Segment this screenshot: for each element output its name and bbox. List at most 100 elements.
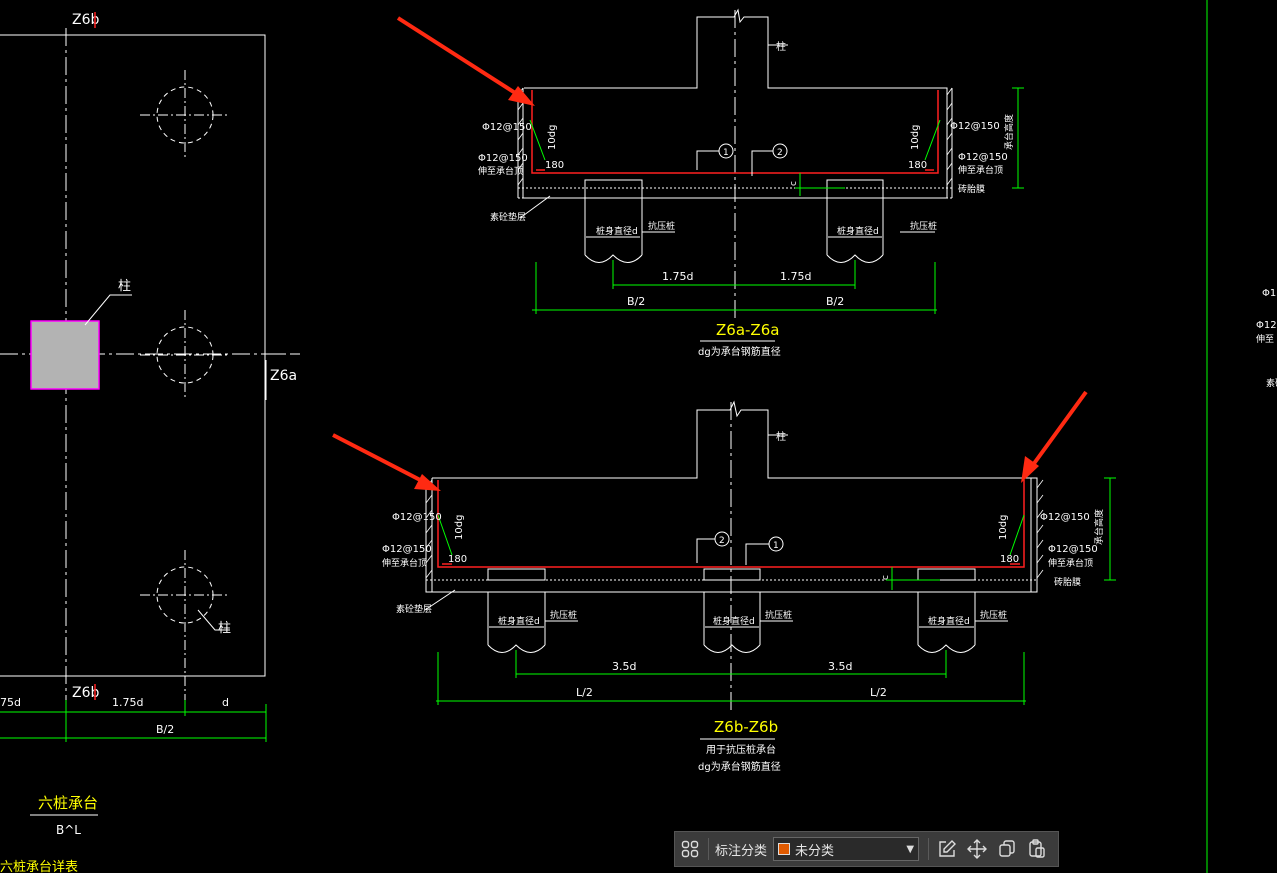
plan-pile-bottom [140, 550, 230, 705]
section-b: 柱 Φ12@150 Φ12@150 伸至承台顶 10dg 180 Φ12@150… [382, 400, 1116, 773]
section-b-marker-2: 2 [719, 536, 725, 546]
section-a-title: Z6a-Z6a [716, 321, 779, 339]
section-b-cover-label: c [881, 575, 891, 580]
section-b-dim-half-left: L/2 [576, 686, 593, 699]
section-b-note-1: 用于抗压桩承台 [706, 743, 776, 756]
section-a-anchor-right: 10dg [910, 125, 921, 150]
move-icon[interactable] [962, 834, 992, 864]
section-a-column-label: 柱 [776, 40, 786, 53]
section-a-dim-pile-right: 1.75d [780, 270, 811, 283]
section-a-bend-left: 180 [545, 160, 564, 171]
section-a-bed-label: 素砼垫层 [490, 211, 526, 223]
section-a-pile-left [584, 179, 643, 263]
grid-icon[interactable] [675, 834, 705, 864]
plan-column-leader [84, 294, 132, 326]
plan-dim-right: d [222, 696, 229, 709]
chevron-down-icon: ▼ [906, 843, 915, 855]
section-b-title: Z6b-Z6b [714, 718, 778, 736]
section-b-rebar-right-2: Φ12@150 [1048, 544, 1098, 555]
section-a: 柱 Φ12@150 Φ12@150 伸至承台顶 10dg 180 Φ12@150… [478, 8, 1024, 358]
copy-icon[interactable] [992, 834, 1022, 864]
section-a-rebar-right-1: Φ12@150 [950, 121, 1000, 132]
plan-pile-leader [197, 609, 230, 631]
section-a-height-label: 承台高度 [1003, 114, 1015, 150]
arrow-section-a [396, 16, 535, 106]
section-a-dim-pile-left: 1.75d [662, 270, 693, 283]
plan-section-label-right: Z6a [270, 368, 297, 384]
arrow-section-b-left [332, 433, 441, 491]
section-a-rebar-right-3: 伸至承台顶 [958, 164, 1003, 176]
annotation-toolbar: 标注分类 未分类 ▼ [674, 831, 1059, 867]
annotation-arrows [332, 16, 1088, 491]
plan-dim-middle: 1.75d [112, 696, 143, 709]
section-b-pile-diameter-middle: 桩身直径d [713, 615, 755, 627]
section-a-cushion-label: 砖胎膜 [958, 183, 985, 195]
section-a-pile-diameter-left: 桩身直径d [596, 225, 638, 237]
section-b-pile-type-left: 抗压桩 [550, 609, 577, 621]
section-a-pile-diameter-right: 桩身直径d [837, 225, 879, 237]
section-b-pile-middle [703, 592, 761, 653]
category-color-swatch [778, 843, 791, 855]
section-b-anchor-right: 10dg [998, 515, 1009, 540]
toolbar-divider [708, 838, 709, 860]
section-a-rebar-left-1: Φ12@150 [482, 122, 532, 133]
section-b-pile-diameter-left: 桩身直径d [498, 615, 540, 627]
section-b-marker-1: 1 [773, 541, 779, 551]
plan-column [30, 320, 100, 390]
section-b-pile-type-right: 抗压桩 [980, 609, 1007, 621]
plan-pile-middle [140, 310, 230, 400]
edge-rebar-2: Φ12 [1256, 320, 1277, 331]
section-b-bend-left: 180 [448, 554, 467, 565]
plan-dim-bottom: B/2 [156, 723, 174, 736]
section-a-pile-right [826, 179, 884, 263]
plan-pile-label: 柱 [218, 621, 231, 636]
section-a-dim-half-right: B/2 [826, 295, 844, 308]
section-b-bed-label: 素砼垫层 [396, 603, 432, 615]
plan-note: 六桩承台详表 [0, 860, 78, 873]
section-b-note-2: dg为承台钢筋直径 [698, 760, 781, 773]
category-select[interactable]: 未分类 ▼ [773, 837, 920, 861]
edit-icon[interactable] [932, 834, 962, 864]
section-a-pile-type-left: 抗压桩 [648, 220, 675, 232]
section-b-column-label: 柱 [776, 430, 786, 443]
section-b-pile-diameter-right: 桩身直径d [928, 615, 970, 627]
plan-pile-top [140, 70, 230, 160]
plan-title: 六桩承台 [38, 794, 98, 812]
section-b-rebar-left-2: Φ12@150 [382, 544, 432, 555]
category-select-value: 未分类 [795, 843, 835, 859]
section-b-dim-pile-right: 3.5d [828, 660, 852, 673]
edge-rebar-1: Φ12 [1262, 288, 1277, 299]
section-a-anchor-left: 10dg [547, 125, 558, 150]
edge-bed: 素砼 [1266, 377, 1277, 389]
section-b-rebar-left-3: 伸至承台顶 [382, 557, 427, 569]
plan-section-label-top: Z6b [72, 12, 99, 28]
plan-column-label: 柱 [118, 279, 131, 294]
section-b-pile-type-middle: 抗压桩 [765, 609, 792, 621]
section-a-marker-1: 1 [723, 148, 729, 158]
section-b-rebar-left-1: Φ12@150 [392, 512, 442, 523]
plan-subtitle: B^L [56, 823, 81, 837]
arrow-section-b-right [1021, 390, 1088, 483]
section-a-cover-label: c [789, 181, 799, 186]
section-b-dim-half-right: L/2 [870, 686, 887, 699]
section-b-bend-right: 180 [1000, 554, 1019, 565]
paste-icon[interactable] [1022, 834, 1052, 864]
plan-outline [0, 34, 266, 677]
category-label: 标注分类 [715, 843, 768, 859]
section-b-pile-right [917, 592, 976, 653]
plan-section-label-bottom: Z6b [72, 685, 99, 701]
section-b-cushion-label: 砖胎膜 [1054, 576, 1081, 588]
edge-rebar-3: 伸至 [1256, 333, 1274, 345]
toolbar-divider [928, 838, 930, 860]
section-a-bed [517, 187, 953, 199]
section-b-pile-left [487, 592, 546, 653]
plan-dim-left: 75d [0, 696, 21, 709]
section-a-rebar [531, 90, 939, 174]
section-a-pile-type-right: 抗压桩 [910, 220, 937, 232]
section-a-marker-2: 2 [777, 148, 783, 158]
section-a-dim-half-left: B/2 [627, 295, 645, 308]
section-b-rebar [437, 480, 1025, 568]
section-a-rebar-right-2: Φ12@150 [958, 152, 1008, 163]
section-b-anchor-left: 10dg [454, 515, 465, 540]
